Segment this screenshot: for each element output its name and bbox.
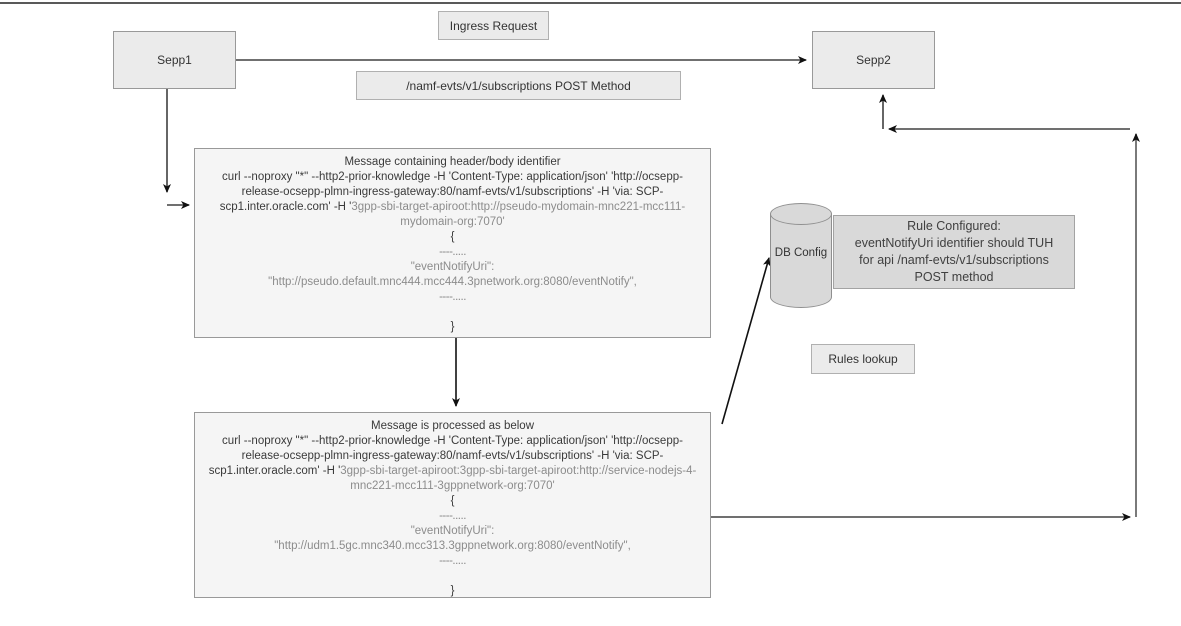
node-sepp2[interactable]: Sepp2 xyxy=(812,31,935,89)
node-sepp2-label: Sepp2 xyxy=(856,53,891,67)
rule-configured-line-1: eventNotifyUri identifier should TUH xyxy=(854,236,1054,250)
message-in-brace-open: { xyxy=(450,231,455,243)
message-in-body-value: "http://pseudo.default.mnc444.mcc444.3pn… xyxy=(268,276,637,288)
label-ingress-request-text: Ingress Request xyxy=(449,18,538,33)
message-box-processed[interactable]: Message is processed as below curl --nop… xyxy=(194,412,711,598)
message-out-brace-close: } xyxy=(450,585,455,597)
message-out-body-key: "eventNotifyUri": xyxy=(410,525,495,537)
message-in-spacer xyxy=(203,305,702,320)
node-sepp1[interactable]: Sepp1 xyxy=(113,31,236,89)
message-out-ellipsis-1: ----..... xyxy=(439,510,466,522)
message-out-spacer xyxy=(203,569,702,584)
rule-configured-heading: Rule Configured: xyxy=(907,219,1001,233)
arrow-message-out-to-db-config xyxy=(721,257,771,425)
rule-configured-box[interactable]: Rule Configured: eventNotifyUri identifi… xyxy=(833,215,1075,289)
message-out-body-value: "http://udm1.5gc.mnc340.mcc313.3gppnetwo… xyxy=(274,540,631,552)
node-sepp1-label: Sepp1 xyxy=(157,53,192,67)
label-ingress-request[interactable]: Ingress Request xyxy=(438,11,549,40)
message-in-title: Message containing header/body identifie… xyxy=(344,156,561,168)
message-in-ellipsis-2: ----..... xyxy=(439,291,466,303)
message-in-curl: curl --noproxy "*" --http2-prior-knowled… xyxy=(220,171,685,228)
message-out-curl: curl --noproxy "*" --http2-prior-knowled… xyxy=(209,435,697,492)
message-in-curl-grey: 3gpp-sbi-target-apiroot:http://pseudo-my… xyxy=(351,201,686,228)
rule-configured-line-2: for api /namf-evts/v1/subscriptions xyxy=(859,253,1049,267)
message-in-ellipsis-1: ----..... xyxy=(439,246,466,258)
message-in-brace-close: } xyxy=(450,321,455,333)
label-api-method-text: /namf-evts/v1/subscriptions POST Method xyxy=(406,78,631,93)
label-api-method[interactable]: /namf-evts/v1/subscriptions POST Method xyxy=(356,71,681,100)
top-divider-bar xyxy=(0,2,1181,4)
db-config-cylinder[interactable]: DB Config xyxy=(770,203,832,308)
message-in-curl-plain: curl --noproxy "*" --http2-prior-knowled… xyxy=(219,171,683,213)
message-out-curl-plain: curl --noproxy "*" --http2-prior-knowled… xyxy=(208,435,683,477)
arrow-sepp1-to-message-in xyxy=(163,89,190,209)
label-rules-lookup[interactable]: Rules lookup xyxy=(811,344,915,374)
db-config-label: DB Config xyxy=(774,247,828,259)
rule-configured-line-3: POST method xyxy=(914,270,994,284)
message-out-brace-open: { xyxy=(450,495,455,507)
message-out-curl-grey: 3gpp-sbi-target-apiroot:3gpp-sbi-target-… xyxy=(340,465,697,492)
cylinder-top-ellipse xyxy=(770,203,832,225)
message-out-title: Message is processed as below xyxy=(371,420,534,432)
message-in-body-key: "eventNotifyUri": xyxy=(410,261,495,273)
label-rules-lookup-text: Rules lookup xyxy=(828,352,898,366)
message-box-incoming[interactable]: Message containing header/body identifie… xyxy=(194,148,711,338)
cylinder-body xyxy=(770,214,832,297)
message-out-ellipsis-2: ----..... xyxy=(439,555,466,567)
